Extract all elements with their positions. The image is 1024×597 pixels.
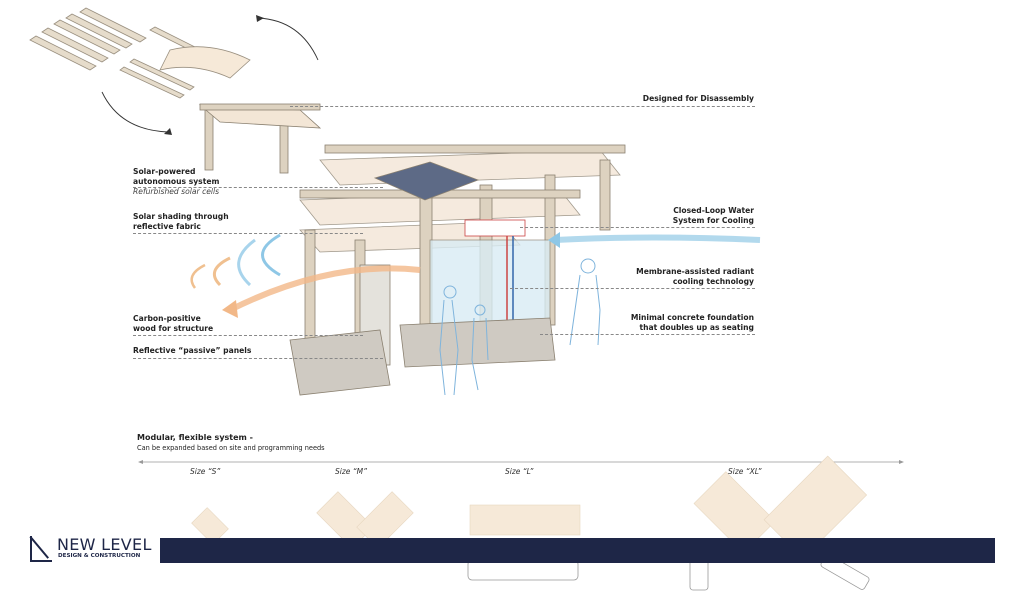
label-water-line2: System for Cooling — [672, 216, 754, 225]
label-solar: Solar-powered autonomous system Refurbis… — [133, 167, 219, 197]
label-solar-line1: Solar-powered — [133, 167, 196, 176]
label-carbon: Carbon-positive wood for structure — [133, 314, 213, 334]
water-tank — [464, 219, 526, 237]
concrete-bench-right — [399, 317, 556, 368]
concrete-bench-left — [289, 329, 391, 396]
label-membrane-line2: cooling technology — [672, 277, 754, 286]
solar-panel — [373, 161, 480, 201]
exploded-parts — [29, 7, 251, 99]
modular-subtitle: Can be expanded based on site and progra… — [137, 444, 325, 452]
callout-line — [133, 233, 363, 234]
label-shading-line1: Solar shading through — [133, 212, 229, 221]
callout-line — [540, 334, 755, 335]
label-membrane-line1: Membrane-assisted radiant — [636, 267, 754, 276]
pavilion-structure — [289, 144, 626, 396]
warm-air-arrow — [228, 265, 421, 313]
callout-line — [510, 288, 755, 289]
label-water-line1: Closed-Loop Water — [673, 206, 754, 215]
brand-name: NEW LEVEL — [57, 535, 152, 554]
logo-n-mark-icon — [30, 536, 52, 562]
label-water: Closed-Loop Water System for Cooling — [673, 206, 754, 226]
size-l-label: Size “L” — [505, 467, 534, 476]
label-solar-line2: autonomous system — [133, 177, 220, 186]
modular-title: Modular, flexible system - — [137, 433, 253, 442]
label-foundation-line2: that doubles up as seating — [639, 323, 755, 332]
label-carbon-line2: wood for structure — [133, 324, 214, 333]
label-disassembly: Designed for Disassembly — [642, 94, 754, 103]
label-carbon-line1: Carbon-positive — [133, 314, 201, 323]
label-solar-sub: Refurbished solar cells — [133, 187, 220, 196]
label-shading-line2: reflective fabric — [133, 222, 201, 231]
cool-air-arrow — [554, 234, 761, 243]
callout-line — [133, 335, 363, 336]
label-membrane: Membrane-assisted radiant cooling techno… — [636, 267, 754, 287]
brand-tagline: DESIGN & CONSTRUCTION — [58, 553, 141, 559]
size-s-label: Size “S” — [190, 467, 221, 476]
people-figures — [439, 258, 601, 396]
rotation-arrow-bottom — [101, 91, 169, 133]
callout-line — [290, 106, 755, 107]
label-foundation: Minimal concrete foundation that doubles… — [631, 313, 754, 333]
label-shading: Solar shading through reflective fabric — [133, 212, 229, 232]
module-top — [198, 103, 322, 174]
rotation-arrow-top — [257, 17, 319, 61]
brand-banner-bar — [160, 538, 995, 563]
size-plans — [191, 455, 868, 560]
callout-line — [133, 187, 383, 188]
callout-line — [133, 358, 383, 359]
brand-logo: NEW LEVEL DESIGN & CONSTRUCTION — [30, 536, 158, 564]
size-m-label: Size “M” — [335, 467, 368, 476]
label-foundation-line1: Minimal concrete foundation — [630, 313, 754, 322]
callout-line — [520, 227, 755, 228]
size-xl-label: Size “XL” — [728, 467, 762, 476]
label-panels: Reflective “passive” panels — [133, 346, 252, 355]
